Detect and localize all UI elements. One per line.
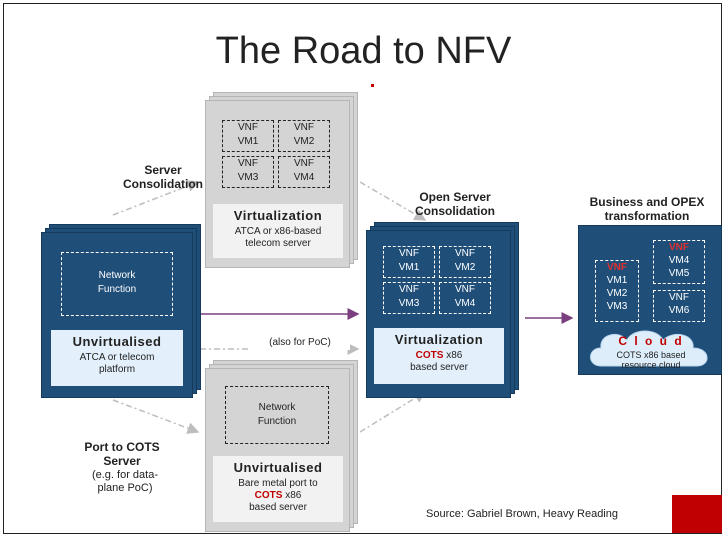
- port-cots-label: Port to COTS Server: [84, 440, 160, 468]
- left-panel-title: Unvirtualised: [72, 334, 162, 349]
- cloud-vm-group-topright: VNF VM4 VM5: [653, 240, 705, 284]
- bottom-panel-sub1: Bare metal port to: [238, 478, 318, 489]
- server-consolidation-label: Server Consolidation: [123, 163, 203, 191]
- box-unvirtualised-left: Network Function Unvirtualised ATCA or t…: [41, 224, 201, 402]
- cloud-vm-left-list: VM1 VM2 VM3: [606, 275, 628, 312]
- bottom-info-panel: Unvirtualised Bare metal port to COTS x8…: [213, 456, 343, 522]
- box-unvirtualised-bottom: Network Function Unvirtualised Bare meta…: [205, 360, 360, 533]
- top-vm3: VNF VM3: [222, 156, 274, 188]
- bottom-panel-sub3: based server: [249, 502, 307, 513]
- mid-vm2: VNF VM2: [439, 246, 491, 278]
- box-virtualization-top: VNF VM1 VNF VM2 VNF VM3 VNF VM4 Virtuali…: [205, 92, 360, 270]
- bottom-cots-red: COTS: [254, 490, 283, 501]
- mid-panel-title: Virtualization: [394, 332, 484, 347]
- mid-vm1: VNF VM1: [383, 246, 435, 278]
- bottom-panel-title: Unvirtualised: [233, 460, 323, 475]
- mid-info-panel: Virtualization COTS x86 based server: [374, 328, 504, 384]
- source-credit: Source: Gabriel Brown, Heavy Reading: [426, 508, 618, 520]
- arrow-bottom-to-mid: [359, 391, 427, 433]
- red-marker: [371, 84, 374, 87]
- network-function-box-left: Network Function: [61, 252, 173, 316]
- mid-x86: x86: [446, 350, 463, 361]
- arrow-top-to-mid: [359, 181, 427, 221]
- open-server-label: Open Server Consolidation: [415, 190, 495, 218]
- mid-vm3: VNF VM3: [383, 282, 435, 314]
- top-vm2: VNF VM2: [278, 120, 330, 152]
- box-virtualization-mid: VNF VM1 VNF VM2 VNF VM3 VNF VM4 Virtuali…: [366, 222, 521, 400]
- mid-cots-red: COTS: [415, 350, 444, 361]
- cloud-word: C l o u d: [618, 334, 684, 348]
- cloud-vm-tr-list: VM4 VM5: [668, 255, 690, 279]
- left-info-panel: Unvirtualised ATCA or telecom platform: [51, 330, 183, 386]
- cloud-vm-group-left: VNF VM1 VM2 VM3: [595, 260, 639, 322]
- cloud-sub: COTS x86 based resource cloud: [616, 350, 686, 370]
- cloud-vm-group-bottomright: VNF VM6: [653, 290, 705, 322]
- cloud-vnf-left-head: VNF: [607, 262, 627, 273]
- mid-vm4: VNF VM4: [439, 282, 491, 314]
- box-cloud-right: VNF VM1 VM2 VM3 VNF VM4 VM5 VNF VM6 C l …: [578, 225, 722, 375]
- business-label: Business and OPEX transformation: [589, 195, 705, 223]
- also-poc-label: (also for PoC): [250, 336, 350, 350]
- slide-title: The Road to NFV: [215, 30, 512, 72]
- red-corner-block: [672, 495, 722, 533]
- network-function-box-bottom: Network Function: [225, 386, 329, 444]
- mid-panel-sub3: based server: [410, 362, 468, 373]
- top-vm1: VNF VM1: [222, 120, 274, 152]
- left-panel-sub: ATCA or telecom platform: [79, 352, 155, 375]
- port-note-label: (e.g. for data- plane PoC): [91, 469, 159, 494]
- top-info-panel: Virtualization ATCA or x86-based telecom…: [213, 204, 343, 258]
- cloud-vnf-tr-head: VNF: [669, 242, 689, 253]
- arrow-left-to-bottom: [112, 399, 200, 434]
- top-panel-sub: ATCA or x86-based telecom server: [234, 226, 322, 249]
- top-panel-title: Virtualization: [233, 208, 323, 223]
- arrow-left-to-top: [112, 180, 200, 216]
- bottom-x86: x86: [285, 490, 302, 501]
- top-vm4: VNF VM4: [278, 156, 330, 188]
- cloud-shape: [590, 330, 708, 367]
